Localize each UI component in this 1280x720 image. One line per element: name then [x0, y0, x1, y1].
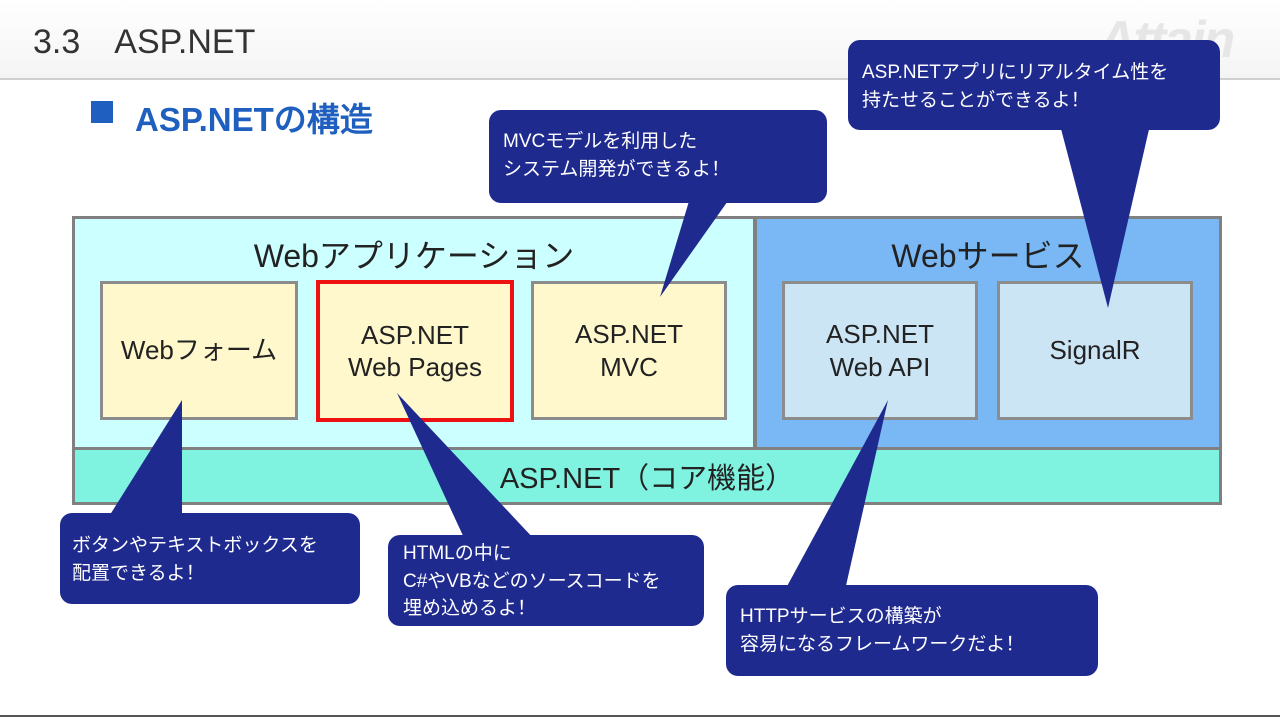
callout-webforms-text: ボタンやテキストボックスを 配置できるよ！ — [72, 535, 318, 584]
section-title: ASP.NETの構造 — [135, 101, 373, 138]
header-divider — [0, 78, 1280, 80]
callout-signalr-text: ASP.NETアプリにリアルタイム性を 持たせることができるよ！ — [862, 62, 1169, 111]
callout-signalr-shape — [848, 40, 1220, 308]
callout-webapi-text: HTTPサービスの構築が 容易になるフレームワークだよ！ — [740, 606, 1025, 655]
webapi-box: ASP.NET Web API — [782, 281, 978, 420]
callout-webpages-text: HTMLの中に C#やVBなどのソースコードを 埋め込めるよ！ — [403, 543, 661, 620]
footer-divider — [0, 715, 1280, 717]
section-bullet-icon — [91, 101, 113, 123]
web-service-title: Webサービス — [891, 238, 1085, 274]
core-box: ASP.NET（コア機能） — [72, 447, 1222, 505]
webpages-box: ASP.NET Web Pages — [316, 280, 514, 422]
callout-webapi-shape — [726, 400, 1098, 676]
web-application-title: Webアプリケーション — [253, 238, 575, 274]
callout-mvc-shape — [489, 110, 827, 297]
slide-title: 3.3 ASP.NET — [33, 23, 256, 61]
callout-webpages-shape — [388, 393, 704, 626]
signalr-box: SignalR — [997, 281, 1193, 420]
webforms-box: Webフォーム — [100, 281, 298, 420]
callout-mvc-text: MVCモデルを利用した システム開発ができるよ！ — [503, 131, 731, 180]
callout-webforms-shape — [60, 400, 360, 604]
mvc-box: ASP.NET MVC — [531, 281, 727, 420]
